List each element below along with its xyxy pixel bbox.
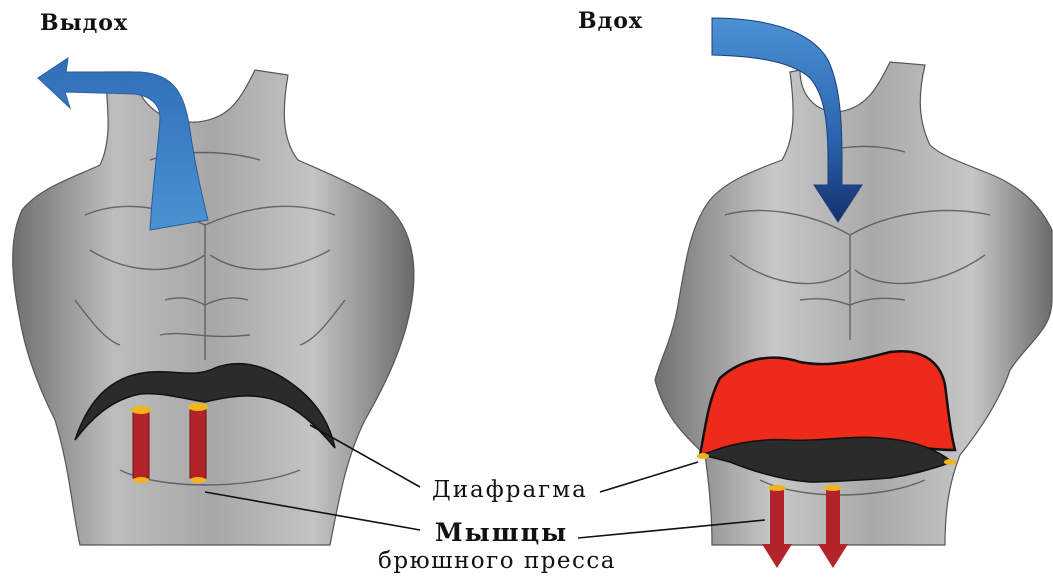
torso-exhale [13,58,414,545]
label-inhale: Вдох [578,8,643,34]
label-abdominal-muscles-line2: брюшного пресса [378,548,616,574]
torso-inhale [655,18,1052,568]
label-diaphragm: Диафрагма [432,477,588,503]
torso-exhale-skin [13,70,414,545]
label-exhale: Выдох [40,10,128,36]
label-abdominal-muscles-line1: Мышцы [435,518,568,547]
leader-diaphragm-right [600,462,698,492]
